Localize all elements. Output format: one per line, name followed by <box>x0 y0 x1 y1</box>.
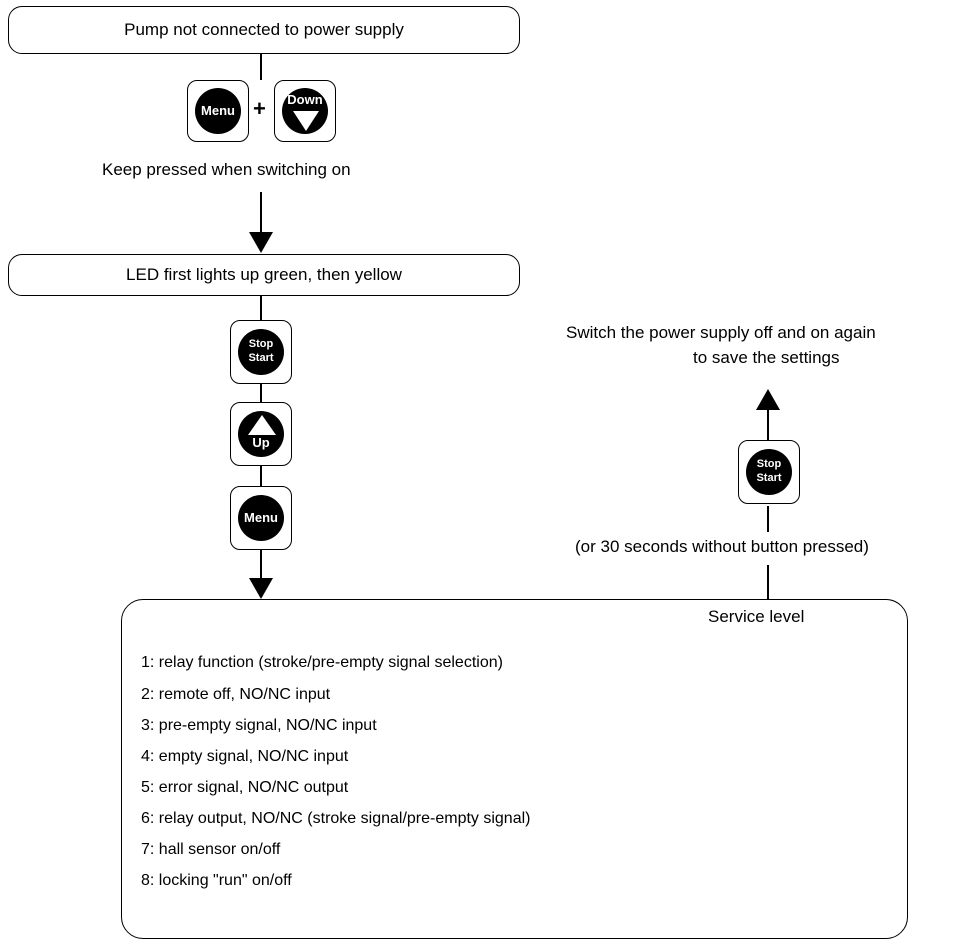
stop-start-key: Stop Start <box>230 320 292 384</box>
up-key: Up <box>230 402 292 466</box>
arrow-shaft <box>260 550 262 580</box>
start-state-box: Pump not connected to power supply <box>8 6 520 54</box>
arrow-up-icon <box>756 389 780 410</box>
connector-line <box>260 54 262 80</box>
menu-key-lower: Menu <box>230 486 292 550</box>
led-state-box: LED first lights up green, then yellow <box>8 254 520 296</box>
switch-off-text: Switch the power supply off and on again <box>566 323 876 342</box>
stop-label: Stop <box>756 458 782 471</box>
service-item: 6: relay output, NO/NC (stroke signal/pr… <box>141 810 531 827</box>
up-arrow-icon <box>248 415 276 435</box>
service-item: 4: empty signal, NO/NC input <box>141 748 349 765</box>
menu-key-lower-disc: Menu <box>238 495 284 541</box>
arrow-down-icon <box>249 232 273 253</box>
down-arrow-icon <box>293 111 319 131</box>
save-settings-text: to save the settings <box>693 348 840 367</box>
stop-label: Stop <box>248 338 274 351</box>
connector-line <box>260 466 262 486</box>
stop-start-key-disc: Stop Start <box>238 329 284 375</box>
service-item: 5: error signal, NO/NC output <box>141 779 349 796</box>
connector-line <box>260 384 262 402</box>
connector-line <box>767 565 769 599</box>
arrow-shaft <box>260 192 262 234</box>
arrow-shaft <box>767 408 769 440</box>
timeout-text: (or 30 seconds without button pressed) <box>575 537 869 556</box>
service-item: 2: remote off, NO/NC input <box>141 686 331 703</box>
service-item: 7: hall sensor on/off <box>141 841 281 858</box>
start-label: Start <box>756 472 782 484</box>
start-label: Start <box>248 352 274 364</box>
service-item: 1: relay function (stroke/pre-empty sign… <box>141 654 503 671</box>
menu-key-label: Menu <box>201 102 235 118</box>
service-level-title: Service level <box>708 607 805 626</box>
menu-key: Menu <box>187 80 249 142</box>
service-item: 3: pre-empty signal, NO/NC input <box>141 717 377 734</box>
plus-sign: + <box>253 96 266 121</box>
down-key: Down <box>274 80 336 142</box>
stop-start-key-right-disc: Stop Start <box>746 449 792 495</box>
down-key-label: Down <box>287 92 323 107</box>
service-item: 8: locking "run" on/off <box>141 872 292 889</box>
up-key-label: Up <box>252 434 270 450</box>
stop-start-key-right: Stop Start <box>738 440 800 504</box>
menu-key-lower-label: Menu <box>244 509 278 525</box>
led-state-label: LED first lights up green, then yellow <box>126 265 402 284</box>
connector-line <box>260 296 262 322</box>
service-level-box <box>121 599 908 939</box>
arrow-down-icon <box>249 578 273 599</box>
connector-line <box>767 506 769 532</box>
start-state-label: Pump not connected to power supply <box>124 20 404 39</box>
menu-key-disc: Menu <box>195 88 241 134</box>
keep-pressed-text: Keep pressed when switching on <box>102 160 351 179</box>
